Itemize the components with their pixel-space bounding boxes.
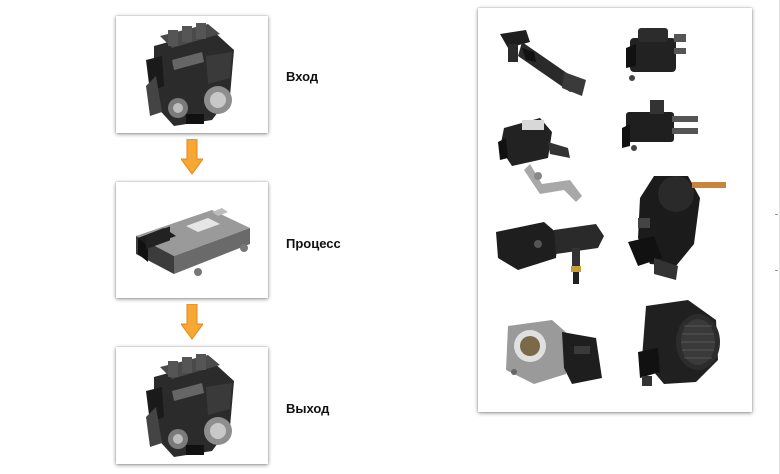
down-arrow-icon [181,304,203,340]
components-panel [478,8,752,412]
scroll-tick [775,214,778,215]
output-label: Выход [286,401,329,416]
input-label: Вход [286,69,318,84]
engine-icon [116,347,268,464]
down-arrow-icon [181,139,203,175]
ecu-icon [116,182,268,298]
process-ecu-image [116,182,268,298]
process-label: Процесс [286,236,341,251]
engine-icon [116,16,268,133]
scroll-tick [775,270,778,271]
input-engine-image [116,16,268,133]
components-illustration [478,8,752,412]
output-engine-image [116,347,268,464]
